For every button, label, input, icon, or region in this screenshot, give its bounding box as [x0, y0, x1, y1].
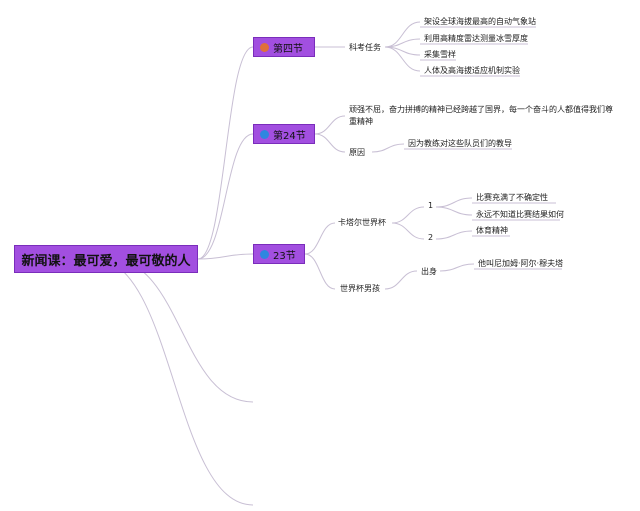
root-link — [197, 253, 254, 260]
leaf-item: 比赛充满了不确定性 — [476, 193, 548, 202]
connector-line — [304, 222, 336, 255]
connector-line — [435, 197, 473, 208]
topic-spirit[interactable]: 顽强不屈，奋力拼搏的精神已经跨越了国界，每一个奋斗的人都值得我们尊重精神 — [349, 105, 613, 126]
leaf-item: 利用高精度雷达测量冰雪厚度 — [424, 34, 528, 43]
leaf-item: 人体及高海拔适应机制实验 — [424, 66, 520, 75]
root-label: 新闻课：最可爱，最可敬的人 — [21, 253, 191, 269]
connector-line — [391, 222, 425, 240]
connector-line — [384, 270, 418, 290]
connector-line — [384, 46, 421, 72]
group-label: 出身 — [421, 267, 437, 276]
circle-marker-icon — [260, 249, 269, 259]
leaf-item: 架设全球海拔最高的自动气象站 — [424, 17, 536, 26]
section-label: 23节 — [273, 250, 296, 262]
circle-marker-icon — [260, 42, 269, 52]
root-link — [197, 46, 254, 260]
leaf-item: 采集雪样 — [424, 50, 456, 59]
leaf-item: 体育精神 — [476, 226, 508, 235]
circle-marker-icon — [260, 129, 269, 139]
section-label: 第24节 — [273, 130, 306, 142]
root-link — [94, 258, 254, 506]
connector-line — [371, 143, 405, 153]
leaf-item: 他叫尼加姆·阿尔·穆夫塔 — [478, 259, 564, 268]
leaf-item: 永远不知道比赛结果如何 — [476, 210, 564, 219]
section-node-24[interactable]: 第24节 — [253, 124, 315, 144]
connector-line — [304, 253, 336, 290]
connector-line — [314, 115, 346, 135]
topic-research-tasks[interactable]: 科考任务 — [349, 43, 381, 52]
section-node-23[interactable]: 23节 — [253, 244, 305, 264]
connector-line — [435, 206, 473, 216]
root-node[interactable]: 新闻课：最可爱，最可敬的人 — [14, 245, 198, 273]
topic-qatar-world-cup[interactable]: 卡塔尔世界杯 — [338, 218, 386, 227]
section-label: 第四节 — [273, 43, 303, 55]
connector-line — [384, 21, 421, 48]
connector-line — [439, 263, 475, 272]
topic-reason[interactable]: 原因 — [349, 148, 365, 157]
group-label: 2 — [428, 233, 434, 242]
section-node-4[interactable]: 第四节 — [253, 37, 315, 57]
connector-line — [391, 206, 425, 224]
connector-line — [314, 133, 346, 153]
topic-world-cup-boy[interactable]: 世界杯男孩 — [340, 284, 380, 293]
root-link — [197, 133, 254, 260]
connector-line — [435, 230, 473, 240]
group-label: 1 — [428, 201, 434, 210]
leaf-item: 因为教练对这些队员们的教导 — [408, 139, 512, 148]
